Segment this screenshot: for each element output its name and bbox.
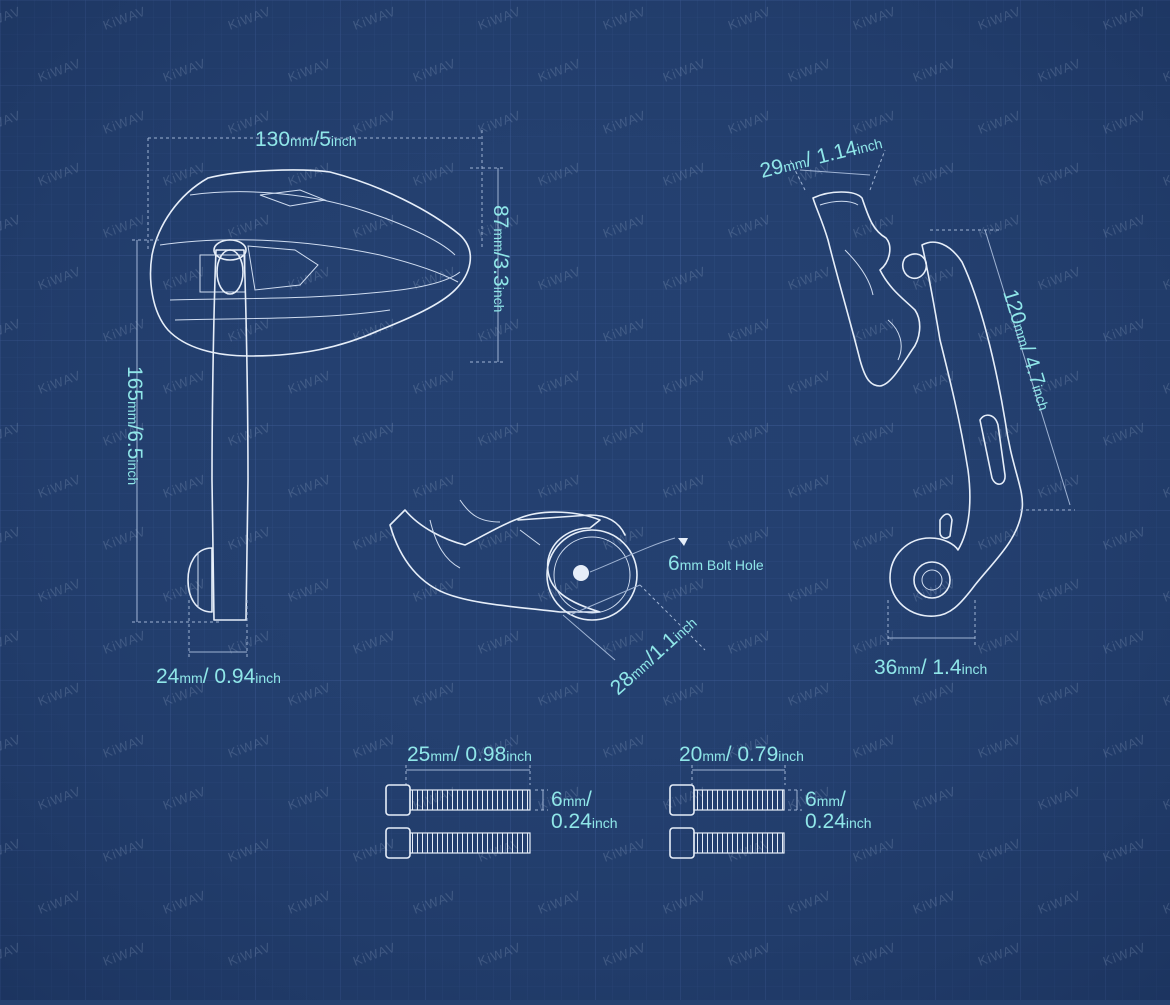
watermark-text: KiWAV [1161, 679, 1170, 708]
front-total-height-label: 165mm/6.5inch [123, 366, 146, 485]
watermark-text: KiWAV [1161, 159, 1170, 188]
watermark-text: KiWAV [1161, 471, 1170, 500]
bolt1-dia-mm-label: 6mm/ [551, 788, 592, 811]
side-view-mirror [812, 191, 1024, 617]
watermark-text: KiWAV [1161, 263, 1170, 292]
front-width-label: 130mm/5inch [255, 128, 357, 151]
bolt-hole-marker [573, 565, 589, 581]
bolt1-length-label: 25mm/ 0.98inch [407, 743, 532, 766]
bolt-set-1 [385, 765, 548, 859]
watermark-text: KiWAV [1161, 887, 1170, 916]
front-head-height-label: 87mm/3.3inch [489, 205, 512, 312]
bolt-set-2 [669, 765, 802, 859]
bolt-thread [693, 832, 785, 854]
side-mirror-arm [889, 241, 1024, 617]
mirror-stem [211, 249, 249, 621]
mirror-head-outline [149, 169, 472, 357]
watermark-text: KiWAV [1161, 367, 1170, 396]
side-head-label: 29mm/ 1.14inch [758, 130, 885, 183]
clamp-knob [187, 547, 213, 613]
watermark-text: KiWAV [1161, 55, 1170, 84]
front-view-dimension-lines [132, 130, 505, 660]
clamp-width-label: 24mm/ 0.94inch [156, 665, 281, 688]
bolt-thread [409, 789, 531, 811]
bolt2-length-label: 20mm/ 0.79inch [679, 743, 804, 766]
side-view-dimension-lines [789, 149, 1075, 645]
bolt2-dia-mm-label: 6mm/ [805, 788, 846, 811]
clamp-ring [546, 529, 638, 621]
bolt1-dia-inch-label: 0.24inch [551, 810, 618, 833]
side-mirror-head [812, 191, 921, 387]
side-base-label: 36mm/ 1.4inch [874, 656, 987, 679]
front-view-mirror [149, 169, 472, 621]
bolt-thread [693, 789, 785, 811]
side-mirror-joint [902, 253, 928, 280]
clamp-arm [389, 509, 601, 613]
bolt2-dia-inch-label: 0.24inch [805, 810, 872, 833]
bolt-thread [409, 832, 531, 854]
bolt-hole-label: 6mm Bolt Hole [668, 552, 764, 575]
clamp-detail-view [389, 499, 706, 661]
watermark-text: KiWAV [1161, 783, 1170, 812]
watermark-text: KiWAV [1161, 575, 1170, 604]
